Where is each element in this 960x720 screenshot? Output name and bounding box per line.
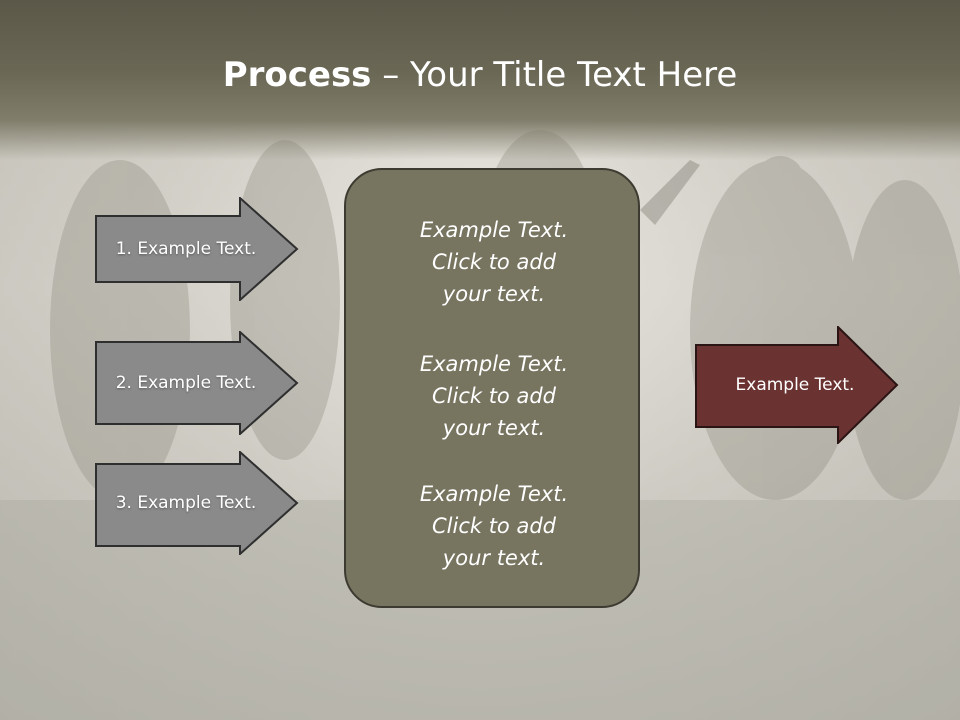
- center-text-line: your text.: [442, 282, 546, 306]
- center-text-line: Click to add: [431, 514, 556, 538]
- left-arrow-3[interactable]: 3. Example Text.: [95, 451, 300, 555]
- left-arrow-label: 3. Example Text.: [115, 493, 257, 513]
- center-text-block-1: Example Text. Click to add your text.: [346, 214, 642, 310]
- arrow-shape-icon: [695, 326, 899, 444]
- center-text-line: Click to add: [431, 384, 556, 408]
- center-text-line: Click to add: [431, 250, 556, 274]
- right-arrow-label: Example Text.: [735, 375, 855, 395]
- center-text-line: Example Text.: [419, 482, 569, 506]
- left-arrow-label: 1. Example Text.: [115, 239, 257, 259]
- arrow-shape-icon: [95, 197, 299, 301]
- center-text-block-3: Example Text. Click to add your text.: [346, 478, 642, 574]
- center-text-line: Example Text.: [419, 352, 569, 376]
- arrow-shape-icon: [95, 331, 299, 435]
- title-rest-text: – Your Title Text Here: [371, 55, 738, 95]
- left-arrow-2[interactable]: 2. Example Text.: [95, 331, 300, 435]
- header-band: [0, 0, 960, 160]
- left-arrow-label: 2. Example Text.: [115, 373, 257, 393]
- center-text-block-2: Example Text. Click to add your text.: [346, 348, 642, 444]
- left-arrow-1[interactable]: 1. Example Text.: [95, 197, 300, 301]
- title-bold-text: Process: [222, 55, 372, 95]
- center-text-line: your text.: [442, 546, 546, 570]
- center-text-line: your text.: [442, 416, 546, 440]
- slide-title: Process – Your Title Text Here: [0, 52, 960, 98]
- center-text-box[interactable]: Example Text. Click to add your text. Ex…: [344, 168, 640, 608]
- right-arrow[interactable]: Example Text.: [695, 326, 900, 444]
- center-text-line: Example Text.: [419, 218, 569, 242]
- arrow-shape-icon: [95, 451, 299, 555]
